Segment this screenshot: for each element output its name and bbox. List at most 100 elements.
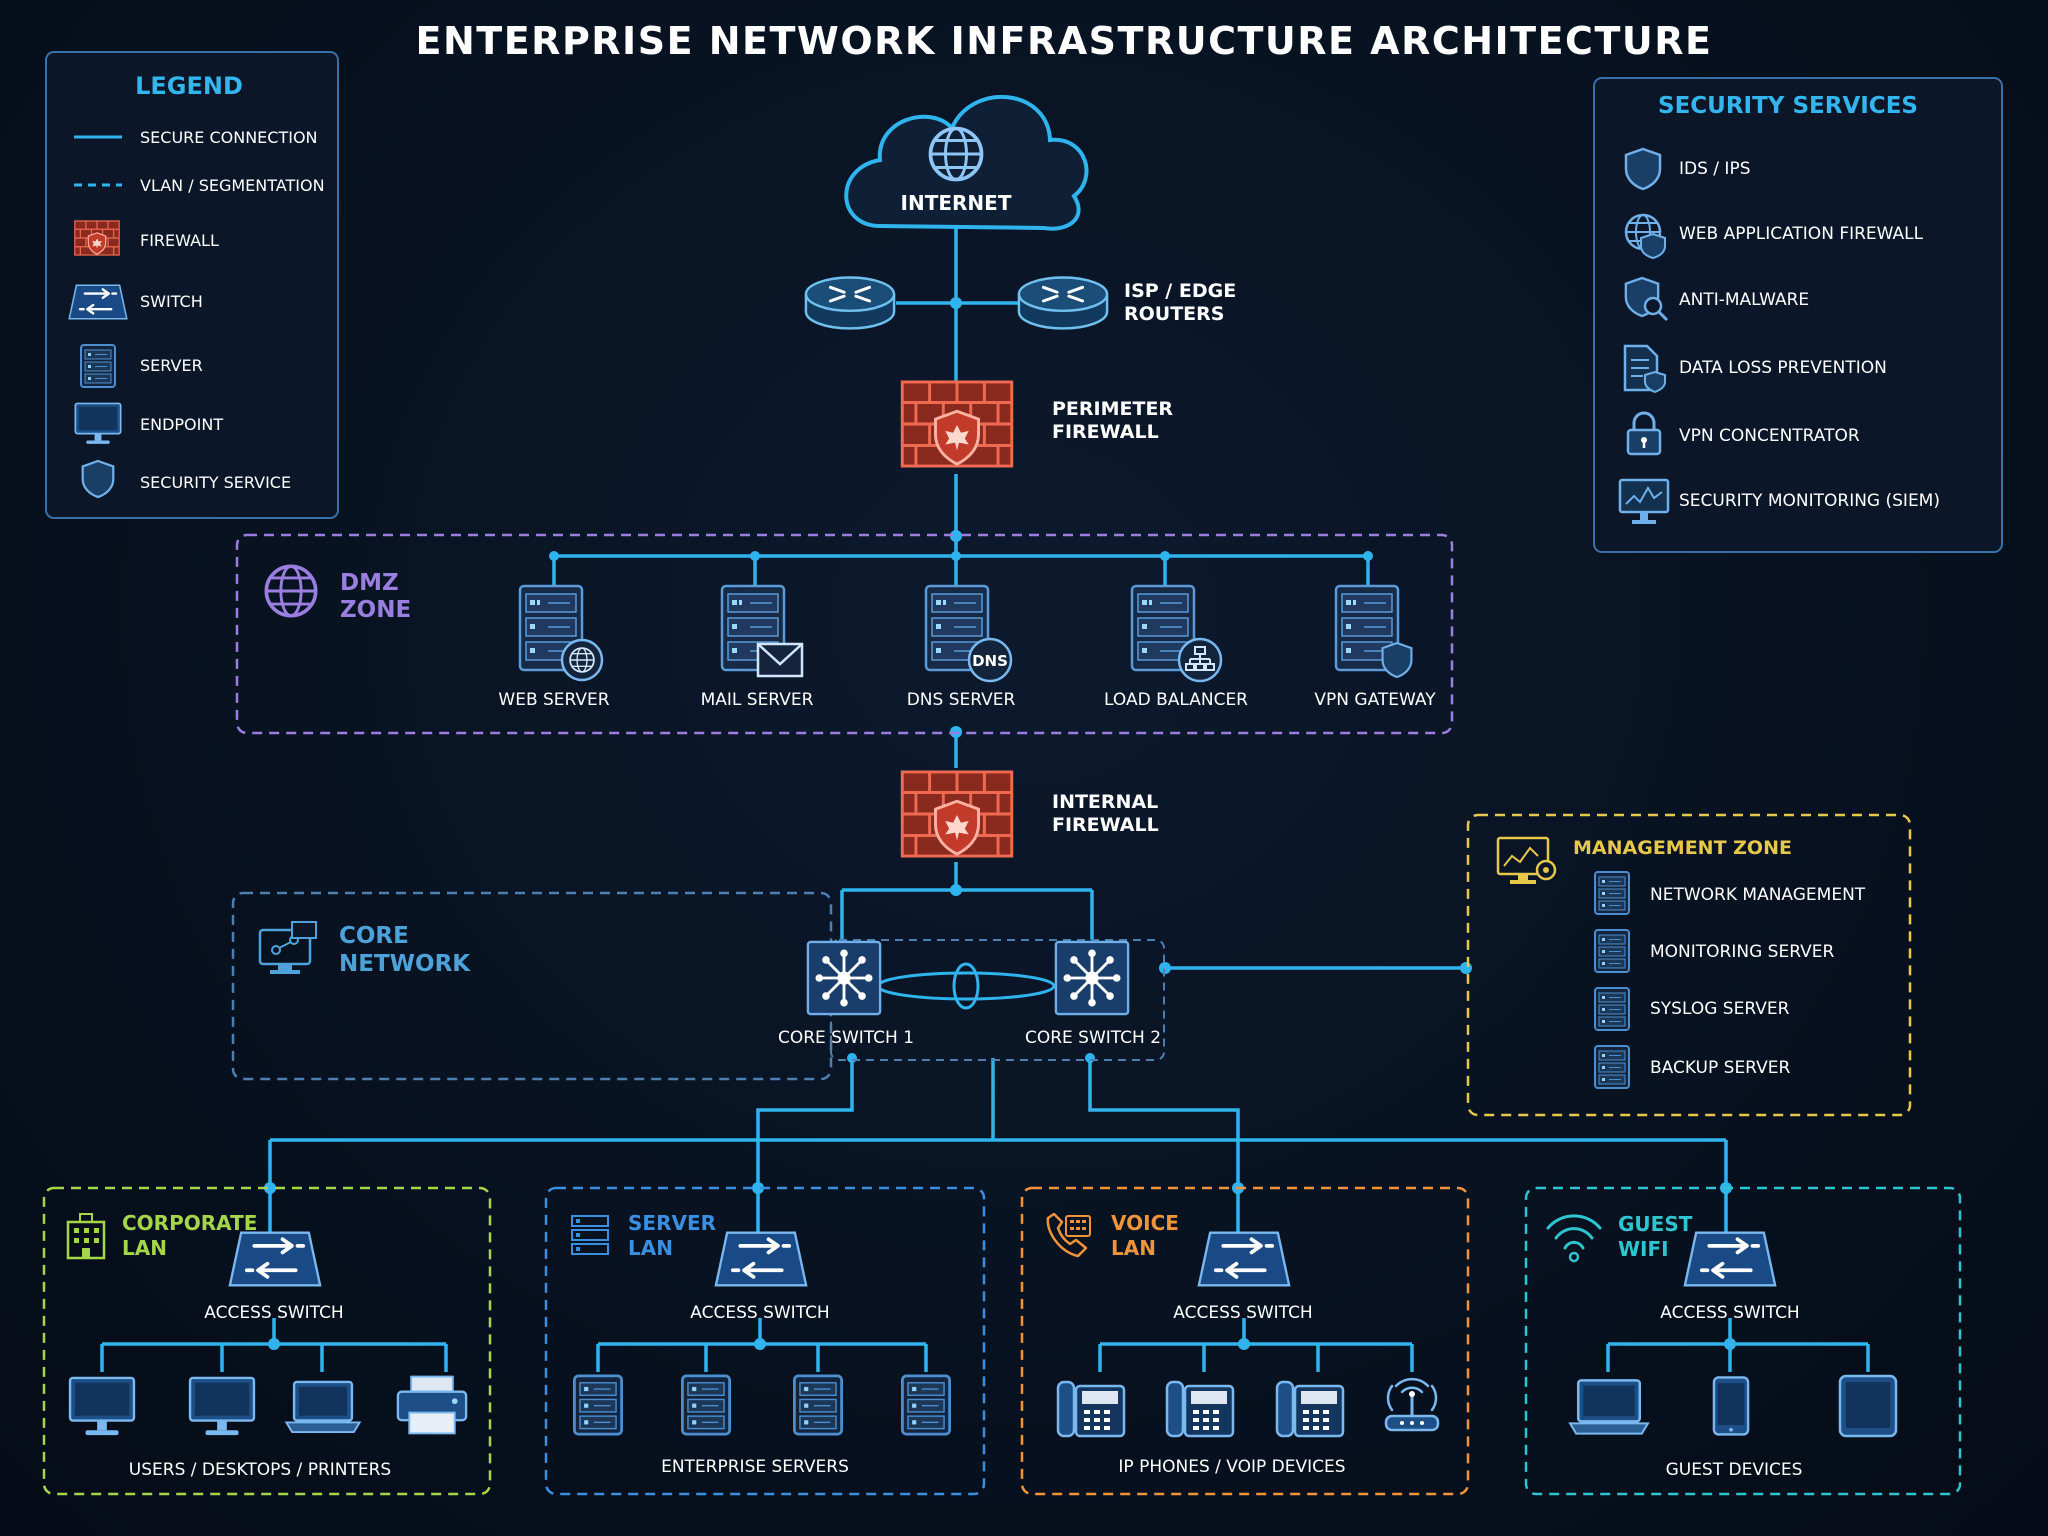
vpn-gateway[interactable] [1334, 584, 1413, 679]
firewall-icon [74, 220, 120, 256]
dmz-zone: DMZ ZONE WEB SERVER MAIL SERVER DNS DNS … [235, 533, 1454, 735]
legend-panel: LEGEND SECURE CONNECTION VLAN / SEGMENTA… [45, 51, 339, 519]
corporate-caption: USERS / DESKTOPS / PRINTERS [129, 1460, 391, 1480]
guest-wifi-zone: GUEST WIFI ACCESS SWITCH GUEST DEVICES [1524, 1186, 1962, 1496]
internal-firewall-label-line2: FIREWALL [1052, 814, 1159, 836]
server-icon [1594, 928, 1630, 974]
server-icon [80, 344, 116, 388]
web-server-label: WEB SERVER [498, 690, 609, 710]
access-switch-guest[interactable] [1683, 1230, 1777, 1288]
server-lan-title-line1: SERVER [628, 1211, 716, 1235]
tablet-icon[interactable] [1838, 1374, 1898, 1438]
core-switch-2[interactable] [1054, 940, 1130, 1016]
load-balancer[interactable] [1130, 584, 1223, 683]
server-icon[interactable] [681, 1374, 731, 1436]
mail-server-label: MAIL SERVER [701, 690, 814, 710]
internal-firewall-label-line1: INTERNAL [1052, 791, 1158, 813]
server-icon[interactable] [573, 1374, 623, 1436]
core-switch-2-label: CORE SWITCH 2 [1025, 1028, 1161, 1048]
network-icon [258, 921, 317, 974]
edge-router-1[interactable] [804, 276, 896, 330]
access-switch-label: ACCESS SWITCH [1660, 1303, 1799, 1323]
shield-search-icon [1624, 276, 1669, 322]
core-title-line2: NETWORK [339, 951, 471, 977]
ip-phone-icon[interactable] [1165, 1380, 1235, 1438]
service-waf: WEB APPLICATION FIREWALL [1679, 224, 1924, 244]
envelope-icon [757, 643, 803, 666]
core-link-bundle [876, 971, 1056, 1001]
mail-server[interactable] [720, 584, 804, 678]
desktop-monitor-icon[interactable] [68, 1376, 136, 1437]
legend-item-endpoint: ENDPOINT [140, 415, 223, 434]
globe-shield-icon [1624, 213, 1666, 260]
access-switch-corporate[interactable] [228, 1230, 322, 1288]
server-icon[interactable] [793, 1374, 843, 1436]
legend-item-security-service: SECURITY SERVICE [140, 473, 291, 492]
ip-phone-icon[interactable] [1056, 1380, 1126, 1438]
service-vpn-concentrator: VPN CONCENTRATOR [1679, 426, 1860, 446]
internet-label: INTERNET [901, 191, 1012, 215]
dns-badge: DNS [972, 652, 1008, 670]
laptop-icon[interactable] [1568, 1379, 1650, 1435]
smartphone-icon[interactable] [1712, 1376, 1750, 1436]
web-server[interactable] [518, 584, 604, 682]
server-lan-title-line2: LAN [628, 1236, 673, 1260]
vpn-gateway-label: VPN GATEWAY [1314, 690, 1436, 710]
ip-phone-icon[interactable] [1275, 1380, 1345, 1438]
page-title: ENTERPRISE NETWORK INFRASTRUCTURE ARCHIT… [416, 19, 1713, 63]
load-balancer-label: LOAD BALANCER [1104, 690, 1248, 710]
corporate-title-line1: CORPORATE [122, 1211, 257, 1235]
server-icon [1594, 986, 1630, 1032]
dmz-title-line2: ZONE [340, 597, 411, 623]
core-network-zone: CORE NETWORK CORE SWITCH 1 CORE SWITCH 2 [231, 891, 1165, 1081]
legend-item-switch: SWITCH [140, 292, 203, 311]
access-switch-server[interactable] [714, 1230, 808, 1288]
server-icon [1594, 870, 1630, 916]
guest-title-line1: GUEST [1618, 1212, 1693, 1236]
service-anti-malware: ANTI-MALWARE [1679, 290, 1809, 310]
laptop-icon[interactable] [285, 1380, 361, 1434]
perimeter-firewall-label-line2: FIREWALL [1052, 421, 1159, 443]
legend-item-secure-connection: SECURE CONNECTION [140, 128, 318, 147]
dmz-title-line1: DMZ [340, 570, 399, 596]
access-switch-label: ACCESS SWITCH [1173, 1303, 1312, 1323]
access-switch-voice[interactable] [1197, 1230, 1291, 1288]
server-icon [1594, 1044, 1630, 1090]
shield-icon [1381, 641, 1413, 679]
phone-icon [1046, 1212, 1091, 1258]
server-icon[interactable] [901, 1374, 951, 1436]
lock-icon [1626, 411, 1662, 456]
printer-icon[interactable] [396, 1375, 468, 1435]
guest-title-line2: WIFI [1618, 1237, 1669, 1261]
mgmt-network-management: NETWORK MANAGEMENT [1650, 885, 1866, 905]
desktop-monitor-icon[interactable] [188, 1376, 256, 1437]
guest-caption: GUEST DEVICES [1666, 1460, 1803, 1480]
globe-icon [264, 564, 318, 618]
dns-server-label: DNS SERVER [907, 690, 1016, 710]
core-switch-1-label: CORE SWITCH 1 [778, 1028, 914, 1048]
edge-router-2[interactable] [1017, 276, 1109, 330]
core-link-ring [952, 962, 980, 1010]
legend-item-vlan: VLAN / SEGMENTATION [140, 176, 325, 195]
service-dlp: DATA LOSS PREVENTION [1679, 358, 1887, 378]
service-ids-ips: IDS / IPS [1679, 159, 1751, 179]
perimeter-firewall-label-line1: PERIMETER [1052, 398, 1173, 420]
internet-cloud[interactable]: INTERNET [844, 95, 1089, 231]
core-switch-1[interactable] [806, 940, 882, 1016]
perimeter-firewall[interactable] [900, 380, 1014, 468]
legend-item-server: SERVER [140, 356, 203, 375]
legend-item-firewall: FIREWALL [140, 231, 219, 250]
corporate-lan-zone: CORPORATE LAN ACCESS SWITCH USERS / DESK… [42, 1186, 492, 1496]
service-siem: SECURITY MONITORING (SIEM) [1679, 491, 1940, 511]
shield-icon [81, 459, 115, 499]
wifi-router-icon[interactable] [1384, 1377, 1440, 1432]
building-icon [66, 1213, 106, 1260]
mgmt-monitoring-server: MONITORING SERVER [1650, 942, 1834, 962]
switch-icon [68, 283, 128, 321]
routers-label-line2: ROUTERS [1124, 303, 1224, 325]
internal-firewall[interactable] [900, 770, 1014, 858]
dns-server[interactable]: DNS [924, 584, 1013, 683]
server-lan-zone: SERVER LAN ACCESS SWITCH ENTERPRISE SERV… [544, 1186, 986, 1496]
server-lan-caption: ENTERPRISE SERVERS [661, 1457, 849, 1477]
